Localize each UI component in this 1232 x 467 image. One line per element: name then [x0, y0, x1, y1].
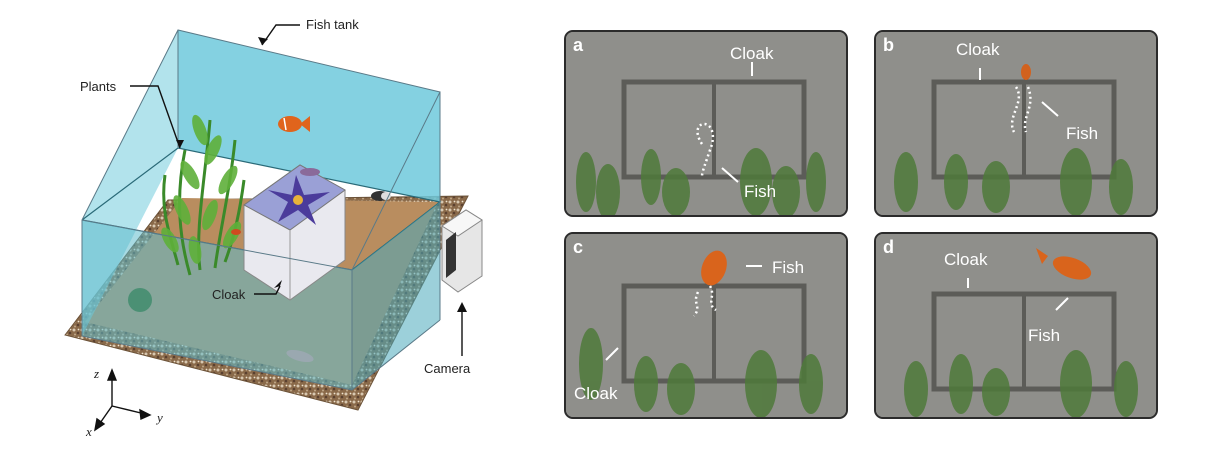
panel-a-cloak-label: Cloak — [730, 44, 774, 63]
cloak-label: Cloak — [212, 287, 246, 302]
panel-a-letter: a — [573, 35, 584, 55]
panel-b-photo — [876, 32, 1156, 215]
tank-illustration — [64, 24, 483, 432]
tank-outline — [81, 29, 441, 391]
panel-d-fish-label: Fish — [1028, 326, 1061, 345]
axis-z-label: z — [94, 366, 100, 381]
small-fish-icon — [300, 168, 320, 176]
panel-c-letter: c — [573, 237, 584, 257]
panel-c: c Fish Cloak — [564, 232, 848, 419]
tank-right-water — [352, 202, 440, 390]
black-fish-tail — [381, 192, 391, 200]
axis-x-label: x — [86, 424, 92, 439]
panel-a: a Cloak Fish — [564, 30, 848, 217]
grey-fish-icon — [286, 349, 314, 363]
tank-diagram: Fish tank Plants Cloak Camera z y x — [0, 0, 540, 462]
front-plant — [128, 288, 152, 312]
panel-b: b Cloak Fish — [874, 30, 1158, 217]
callout-lines — [130, 24, 463, 356]
axis-y-label: y — [157, 410, 163, 425]
panel-b-fish-label: Fish — [1066, 124, 1099, 143]
panel-c-cloak-label: Cloak — [574, 384, 618, 403]
red-fish-icon — [231, 229, 241, 235]
panel-b-letter: b — [883, 35, 894, 55]
panel-d-cloak-label: Cloak — [944, 250, 988, 269]
panel-d-letter: d — [883, 237, 894, 257]
panel-a-fish-label: Fish — [744, 182, 777, 201]
panel-d: d Cloak Fish — [874, 232, 1158, 419]
plant-leaves — [161, 114, 242, 264]
panel-a-photo — [566, 32, 846, 215]
fish-tank-label: Fish tank — [306, 17, 359, 32]
panel-b-cloak-label: Cloak — [956, 40, 1000, 59]
axes-indicator — [94, 368, 152, 432]
panel-c-photo — [566, 234, 846, 417]
tank-back-wall — [178, 30, 440, 202]
orange-fish-icon — [278, 116, 310, 132]
panel-d-photo — [876, 234, 1156, 417]
panel-c-fish-label: Fish — [772, 258, 805, 277]
camera-label: Camera — [424, 361, 471, 376]
cloak-prism — [243, 164, 346, 301]
camera-icon — [441, 209, 483, 293]
callout-arrowheads — [176, 37, 467, 312]
plants-label: Plants — [80, 79, 117, 94]
